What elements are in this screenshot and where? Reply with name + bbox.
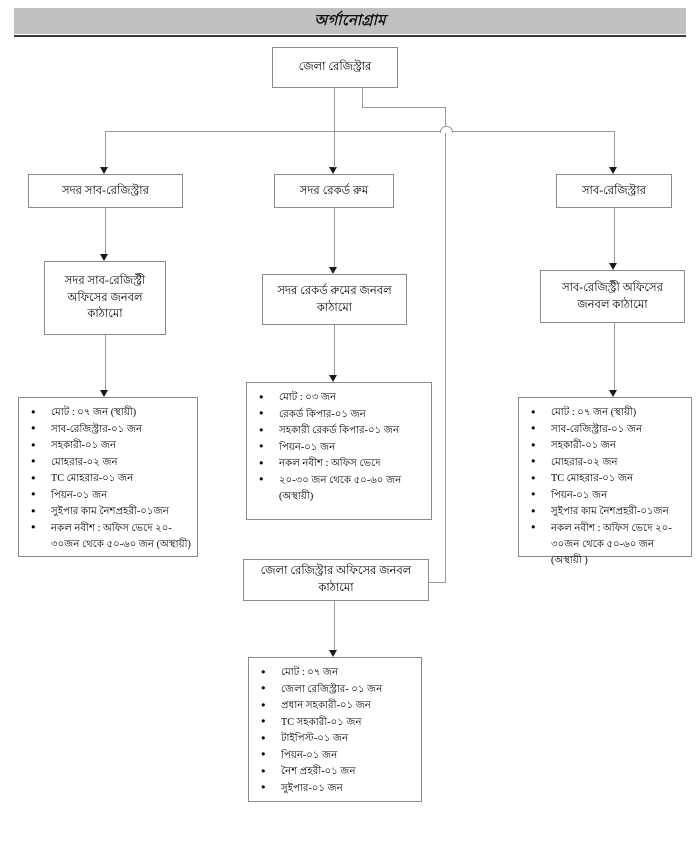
list-sadar-sub-registry-staff-items: মোট : ০৭ জন (স্থায়ী)সাব-রেজিস্ট্রার-০১ … bbox=[25, 405, 191, 553]
connector-root-to-center bbox=[334, 88, 335, 131]
arrow-into-center-unit bbox=[329, 167, 337, 174]
list-item: টাইপিস্ট-০১ জন bbox=[261, 731, 415, 747]
connector-bus-to-center-unit bbox=[334, 131, 335, 168]
arrow-into-left-staff bbox=[100, 390, 108, 397]
node-sadar-sub-registrar[interactable]: সদর সাব-রেজিস্ট্রার bbox=[28, 174, 183, 208]
list-item: জেলা রেজিস্ট্রার- ০১ জন bbox=[261, 681, 415, 698]
arrow-into-right-structure bbox=[609, 263, 617, 270]
list-item: মোট : ০৭ জন bbox=[261, 665, 415, 681]
arrow-into-center-structure bbox=[329, 267, 337, 274]
list-item: সাব-রেজিস্ট্রার-০১ জন bbox=[531, 421, 685, 438]
node-sub-registry-office-structure[interactable]: সাব-রেজিস্ট্রী অফিসের জনবল কাঠামো bbox=[540, 270, 685, 323]
arrow-into-center-staff bbox=[329, 375, 337, 382]
connector-root-structure-to-staff bbox=[334, 601, 335, 651]
list-item: মোহরার-০২ জন bbox=[531, 454, 685, 471]
list-item: TC মোহরার-০১ জন bbox=[31, 471, 191, 487]
arrow-into-left-structure bbox=[100, 254, 108, 261]
connector-left-structure-to-staff bbox=[105, 335, 106, 391]
list-item: সুইপার কাম নৈশপ্রহরী-০১জন bbox=[31, 504, 191, 520]
list-item: TC মোহরার-০১ জন bbox=[531, 471, 685, 487]
arrow-into-right-unit bbox=[609, 167, 617, 174]
list-item: নকল নবীশ : অফিস ভেদে bbox=[259, 456, 425, 472]
node-sub-registry-office-structure-label: সাব-রেজিস্ট্রী অফিসের জনবল কাঠামো bbox=[562, 281, 663, 311]
connector-right-structure-to-staff bbox=[614, 323, 615, 391]
list-item: ২০-৩০ জন থেকে ৫০-৬০ জন bbox=[259, 472, 425, 489]
title-divider bbox=[14, 35, 686, 37]
list-item: রেকর্ড কিপার-০১ জন bbox=[259, 406, 425, 423]
list-item: নকল নবীশ : অফিস ভেদে ২০- bbox=[531, 520, 685, 537]
connector-right-unit-to-structure bbox=[614, 208, 615, 264]
connector-bus-horizontal bbox=[105, 131, 615, 132]
node-district-registrar-office-structure-label: জেলা রেজিস্ট্রার অফিসের জনবল কাঠামো bbox=[260, 565, 412, 594]
arrow-into-root-staff bbox=[329, 650, 337, 657]
node-sadar-sub-registry-structure-label: সদর সাব-রেজিস্ট্রী অফিসের জনবল কাঠামো bbox=[64, 274, 146, 321]
connector-root-right-stub-down bbox=[362, 88, 363, 108]
list-item: ৩০জন থেকে ৫০-৬০ জন (অস্থায়ী ) bbox=[551, 539, 655, 566]
list-item: মোট : ০৭ জন (স্থায়ী) bbox=[531, 405, 685, 421]
list-sub-registry-office-staff: মোট : ০৭ জন (স্থায়ী)সাব-রেজিস্ট্রার-০১ … bbox=[518, 397, 692, 566]
list-item: পিয়ন-০১ জন bbox=[531, 487, 685, 504]
connector-center-unit-to-structure bbox=[334, 208, 335, 268]
list-item: মোট : ০৭ জন (স্থায়ী) bbox=[31, 405, 191, 421]
list-sadar-record-room-staff: মোট : ০৩ জনরেকর্ড কিপার-০১ জনসহকারী রেকর… bbox=[246, 382, 432, 520]
connector-left-unit-to-structure bbox=[105, 208, 106, 255]
list-item: ৩০জন থেকে ৫০-৬০ জন (অস্থায়ী) bbox=[51, 539, 191, 550]
list-item: প্রধান সহকারী-০১ জন bbox=[261, 698, 415, 714]
list-item: সহকারী-০১ জন bbox=[31, 438, 191, 454]
node-sub-registrar-label: সাব-রেজিস্ট্রার bbox=[581, 184, 647, 197]
arrow-into-left-unit bbox=[100, 167, 108, 174]
node-district-registrar[interactable]: জেলা রেজিস্ট্রার bbox=[272, 47, 398, 88]
list-item: TC সহকারী-০১ জন bbox=[261, 714, 415, 731]
list-item: (অস্থায়ী) bbox=[279, 491, 314, 502]
node-sadar-record-room-structure[interactable]: সদর রেকর্ড রুমের জনবল কাঠামো bbox=[262, 274, 407, 325]
list-item: সহকারী রেকর্ড কিপার-০১ জন bbox=[259, 423, 425, 439]
node-sadar-record-room[interactable]: সদর রেকর্ড রুম bbox=[274, 174, 394, 208]
list-sadar-sub-registry-staff: মোট : ০৭ জন (স্থায়ী)সাব-রেজিস্ট্রার-০১ … bbox=[18, 397, 198, 557]
connector-root-structure-inlet bbox=[420, 582, 446, 583]
connector-root-to-root-structure bbox=[445, 107, 446, 582]
list-item: পিয়ন-০১ জন bbox=[259, 439, 425, 456]
connector-bus-to-right-unit bbox=[614, 131, 615, 168]
node-sub-registrar[interactable]: সাব-রেজিস্ট্রার bbox=[556, 174, 672, 208]
list-item: সুইপার-০১ জন bbox=[261, 780, 415, 797]
connector-line-hop bbox=[440, 126, 453, 133]
list-item: সুইপার কাম নৈশপ্রহরী-০১জন bbox=[531, 504, 685, 520]
list-district-registrar-office-staff: মোট : ০৭ জনজেলা রেজিস্ট্রার- ০১ জনপ্রধান… bbox=[248, 657, 422, 802]
node-sadar-sub-registrar-label: সদর সাব-রেজিস্ট্রার bbox=[62, 184, 149, 197]
list-sadar-record-room-staff-items: মোট : ০৩ জনরেকর্ড কিপার-০১ জনসহকারী রেকর… bbox=[253, 390, 425, 505]
list-item: সাব-রেজিস্ট্রার-০১ জন bbox=[31, 421, 191, 438]
connector-bus-to-left-unit bbox=[105, 131, 106, 168]
list-item: মোহরার-০২ জন bbox=[31, 454, 191, 471]
node-sadar-record-room-structure-label: সদর রেকর্ড রুমের জনবল কাঠামো bbox=[277, 284, 392, 314]
page-title: অর্গানোগ্রাম bbox=[314, 12, 386, 29]
node-sadar-sub-registry-structure[interactable]: সদর সাব-রেজিস্ট্রী অফিসের জনবল কাঠামো bbox=[44, 261, 166, 335]
node-district-registrar-label: জেলা রেজিস্ট্রার bbox=[298, 61, 372, 74]
node-sadar-record-room-label: সদর রেকর্ড রুম bbox=[299, 184, 369, 197]
list-district-registrar-office-staff-items: মোট : ০৭ জনজেলা রেজিস্ট্রার- ০১ জনপ্রধান… bbox=[255, 665, 415, 796]
connector-root-right-stub-across bbox=[362, 107, 446, 108]
list-item: মোট : ০৩ জন bbox=[259, 390, 425, 406]
list-item: পিয়ন-০১ জন bbox=[261, 747, 415, 764]
node-district-registrar-office-structure[interactable]: জেলা রেজিস্ট্রার অফিসের জনবল কাঠামো bbox=[243, 559, 429, 601]
page-title-band: অর্গানোগ্রাম bbox=[14, 8, 686, 34]
list-item: পিয়ন-০১ জন bbox=[31, 487, 191, 504]
list-sub-registry-office-staff-items: মোট : ০৭ জন (স্থায়ী)সাব-রেজিস্ট্রার-০১ … bbox=[525, 405, 685, 568]
list-item: সহকারী-০১ জন bbox=[531, 438, 685, 454]
arrow-into-right-staff bbox=[609, 390, 617, 397]
list-item: নকল নবীশ : অফিস ভেদে ২০- bbox=[31, 520, 191, 537]
connector-center-structure-to-staff bbox=[334, 325, 335, 376]
list-item: নৈশ প্রহরী-০১ জন bbox=[261, 764, 415, 780]
